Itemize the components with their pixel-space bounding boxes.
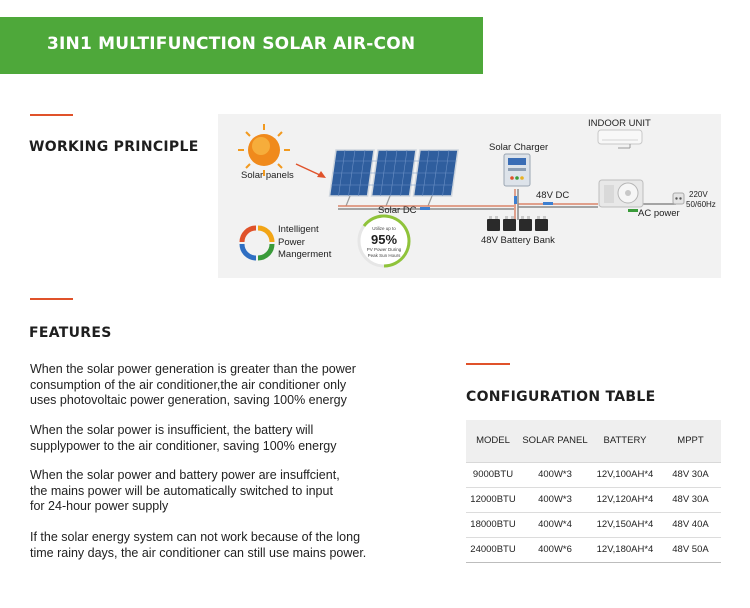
intelligent-power-label: Intelligent Power Mangerment xyxy=(278,224,332,260)
solar-panels-label: Solar panels xyxy=(241,170,294,181)
column-header: BATTERY xyxy=(590,420,660,463)
solar-panels-icon xyxy=(328,149,459,207)
dc-48v-label: 48V DC xyxy=(536,190,570,201)
mains-frequency-label: 50/60Hz xyxy=(686,200,716,209)
column-header: SOLAR PANEL xyxy=(520,420,590,463)
table-row: 12000BTU 400W*3 12V,120AH*4 48V 30A xyxy=(466,487,721,513)
feature-paragraph: When the solar power generation is great… xyxy=(30,362,356,407)
solar-charger-label: Solar Charger xyxy=(489,142,549,153)
table-cell: 48V 40A xyxy=(660,512,721,538)
working-principle-title: WORKING PRINCIPLE xyxy=(29,139,199,155)
battery-bank-label: 48V Battery Bank xyxy=(481,235,555,246)
table-cell: 12V,100AH*4 xyxy=(590,462,660,488)
solar-charger-icon xyxy=(503,153,531,187)
column-header: MPPT xyxy=(660,420,721,463)
diagram-graphics xyxy=(238,124,685,268)
table-cell: 48V 30A xyxy=(660,487,721,513)
indoor-unit-label: INDOOR UNIT xyxy=(588,118,651,129)
table-cell: 12V,150AH*4 xyxy=(590,512,660,538)
table-cell: 400W*6 xyxy=(520,537,590,563)
features-title: FEATURES xyxy=(29,325,112,341)
column-header: MODEL xyxy=(466,420,520,463)
gauge-value: 95% xyxy=(370,232,398,247)
table-row: 18000BTU 400W*4 12V,150AH*4 48V 40A xyxy=(466,512,721,538)
feature-paragraph: When the solar power and battery power a… xyxy=(30,468,340,513)
table-cell: 9000BTU xyxy=(466,462,520,488)
section-accent-line xyxy=(466,363,510,365)
mains-voltage-label: 220V xyxy=(689,190,708,199)
table-cell: 18000BTU xyxy=(466,512,520,538)
table-cell: 48V 50A xyxy=(660,537,721,563)
table-cell: 12000BTU xyxy=(466,487,520,513)
header-banner: 3IN1 MULTIFUNCTION SOLAR AIR-CON xyxy=(0,17,483,74)
table-header-row: MODEL SOLAR PANEL BATTERY MPPT xyxy=(466,420,721,463)
outdoor-unit-icon xyxy=(598,179,644,208)
sunlight-arrow-icon xyxy=(295,163,326,178)
ac-power-label: AC power xyxy=(638,208,680,219)
feature-paragraph: When the solar power is insufficient, th… xyxy=(30,423,337,453)
config-table-title: CONFIGURATION TABLE xyxy=(466,389,656,405)
table-cell: 12V,120AH*4 xyxy=(590,487,660,513)
gauge-caption-top: Utilize up to xyxy=(372,226,396,231)
solar-dc-label: Solar DC xyxy=(378,205,417,216)
section-accent-line xyxy=(30,114,73,116)
battery-bank-icon xyxy=(487,216,548,231)
table-row: 24000BTU 400W*6 12V,180AH*4 48V 50A xyxy=(466,537,721,563)
section-accent-line xyxy=(30,298,73,300)
current-arrows-icon xyxy=(420,196,638,212)
feature-paragraph: If the solar energy system can not work … xyxy=(30,530,367,560)
power-management-icon xyxy=(239,225,275,261)
table-cell: 400W*3 xyxy=(520,462,590,488)
efficiency-gauge-icon xyxy=(357,214,411,268)
page-title: 3IN1 MULTIFUNCTION SOLAR AIR-CON xyxy=(47,34,416,54)
table-cell: 400W*4 xyxy=(520,512,590,538)
table-cell: 400W*3 xyxy=(520,487,590,513)
wall-socket-icon xyxy=(672,192,685,205)
table-cell: 24000BTU xyxy=(466,537,520,563)
table-cell: 48V 30A xyxy=(660,462,721,488)
configuration-table: MODEL SOLAR PANEL BATTERY MPPT 9000BTU 4… xyxy=(466,420,721,563)
gauge-caption-bottom: PV Power During Peak Sun Hours xyxy=(366,247,402,258)
table-cell: 12V,180AH*4 xyxy=(590,537,660,563)
sun-icon xyxy=(238,124,290,176)
working-principle-diagram: Solar panels Solar DC Solar Charger 48V … xyxy=(218,114,721,278)
table-row: 9000BTU 400W*3 12V,100AH*4 48V 30A xyxy=(466,462,721,488)
indoor-unit-icon xyxy=(597,129,643,149)
